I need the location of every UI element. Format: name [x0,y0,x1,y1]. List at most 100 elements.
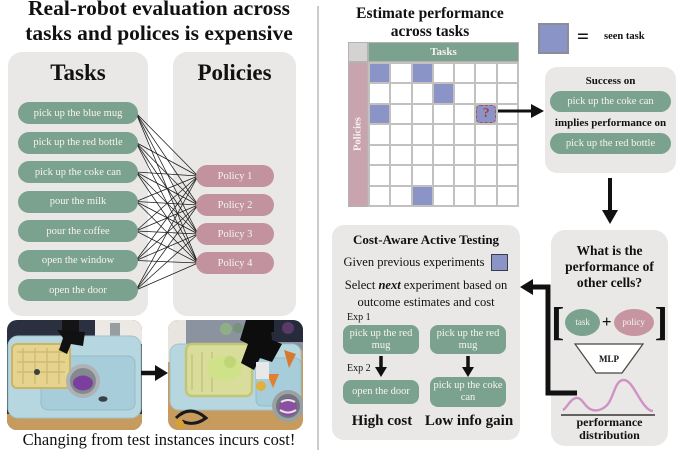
grid-cell-r4c7 [497,125,517,144]
select-next-line: Select next experiment based on [332,278,520,293]
given-experiments-row: Given previous experiments [332,254,520,271]
grid-cell-r7c3 [412,186,432,205]
legend-label: seen task [604,31,645,42]
select-line2: outcome estimates and cost [357,295,495,309]
perf-box-title: What is the performance of other cells? [565,243,654,290]
grid-cell-r2c6 [476,84,496,103]
policy-pill-3: Policy 3 [196,223,274,245]
success-on-label: Success on [585,75,636,87]
left-title-line1: Real-robot evaluation across [28,0,290,20]
exp2-label: Exp 2 [347,363,371,374]
implies-label: implies performance on [554,117,667,129]
legend-equals: = [577,24,589,48]
right-title-line2: across tasks [390,23,470,40]
seen-task-swatch-icon [538,23,569,54]
grid-cell-r1c7 [497,64,517,83]
grid-cell-r6c2 [391,166,411,185]
seen-cell-swatch-icon [491,254,509,271]
tasks-panel-title: Tasks [50,60,106,85]
grid-cell-r1c5 [455,64,475,83]
grid-cell-r5c4 [433,145,454,165]
policy-pill-2: Policy 2 [196,194,274,216]
grid-cell-r2c5 [455,84,475,103]
exp1-pill-col2: pick up the red mug [430,325,506,354]
exp2-pill-col2: pick up the coke can [430,377,506,407]
high-cost-caption: High cost [351,413,413,429]
performance-grid: Tasks Policies ? [348,42,519,207]
tasks-panel: Tasks [8,52,148,316]
grid-cell-r4c2 [391,125,411,144]
exp-arrow-down-icon [462,356,474,377]
select-post: experiment based on [400,278,508,292]
exp1-label: Exp 1 [347,312,371,323]
grid-cell-r6c5 [455,166,475,185]
grid-cell-r4c6 [476,125,496,144]
grid-cell-r5c7 [497,145,517,165]
grid-policies-header: Policies [348,62,368,207]
given-experiments-text: Given previous experiments [343,255,485,269]
plus-sign: + [601,312,612,331]
grid-cell-r7c5 [455,186,475,205]
grid-cell-r2c4 [433,84,454,103]
grid-cell-r2c3 [412,84,432,103]
cost-box-title: Cost-Aware Active Testing [352,232,500,247]
policy-pill-1: Policy 1 [196,165,274,187]
grid-cell-r7c7 [497,186,517,205]
grid-cell-r2c7 [497,84,517,103]
right-title-line1: Estimate performance [356,5,504,22]
grid-cell-r7c1 [370,186,390,205]
left-title: Real-robot evaluation across tasks and p… [0,0,318,46]
grid-cell-r1c4 [433,64,454,83]
grid-cell-r6c7 [497,166,517,185]
grid-cell-r6c1 [370,166,390,185]
robot-photo-before [7,320,142,430]
grid-cell-r3c1 [370,104,390,124]
feedback-arrow-icon [520,279,577,396]
grid-cell-r4c5 [455,125,475,144]
policy-pill-4: Policy 4 [196,252,274,274]
grid-cell-r3c2 [391,104,411,124]
task-pill-blue-mug: pick up the blue mug [18,102,138,124]
grid-query-cell: ? [476,104,496,124]
task-pill-open-door: open the door [18,279,138,301]
task-pill-pour-coffee: pour the coffee [18,220,138,242]
robot-photo-after [168,320,303,430]
grid-corner-cell [348,42,368,62]
grid-cell-r6c6 [476,166,496,185]
task-pill-pour-milk: pour the milk [18,190,138,213]
grid-cell-r1c1 [370,64,390,83]
distribution-label: performance distribution [576,415,643,442]
cost-caption: Changing from test instances incurs cost… [22,430,296,449]
policy-blob: policy [613,308,654,336]
arrow-down-icon [602,178,618,224]
exp-arrow-down-icon [375,356,387,377]
left-title-line2: tasks and polices is expensive [25,21,293,45]
performance-question-box: What is the performance of other cells? … [551,230,668,446]
low-info-gain-caption: Low info gain [424,413,514,429]
cost-aware-box: Cost-Aware Active Testing Given previous… [332,225,520,440]
success-pill-coke-can: pick up the coke can [550,91,671,112]
grid-cell-r5c2 [391,145,411,165]
mlp-label: MLP [599,354,619,364]
success-implies-box: Success on pick up the coke can implies … [545,67,676,173]
grid-cell-r5c5 [455,145,475,165]
grid-cell-r5c3 [412,145,432,165]
exp2-pill-col1: open the door [343,380,419,404]
task-policy-embedding: [ task + policy ] [551,300,668,344]
grid-cell-r6c3 [412,166,432,185]
performance-distribution-curve [561,378,655,416]
bracket-open: [ [551,299,565,344]
task-pill-open-window: open the window [18,249,138,272]
mlp-trapezoid: MLP [574,343,644,374]
grid-cell-r7c4 [433,186,454,205]
grid-cell-r4c3 [412,125,432,144]
success-pill-red-bottle: pick up the red bottle [550,133,671,154]
grid-cell-r7c6 [476,186,496,205]
grid-tasks-header: Tasks [368,42,519,62]
grid-cell-r1c6 [476,64,496,83]
task-pill-red-bottle: pick up the red bottle [18,131,138,154]
grid-cell-r4c4 [433,125,454,144]
grid-cell-r3c3 [412,104,432,124]
task-blob: task [565,308,600,336]
